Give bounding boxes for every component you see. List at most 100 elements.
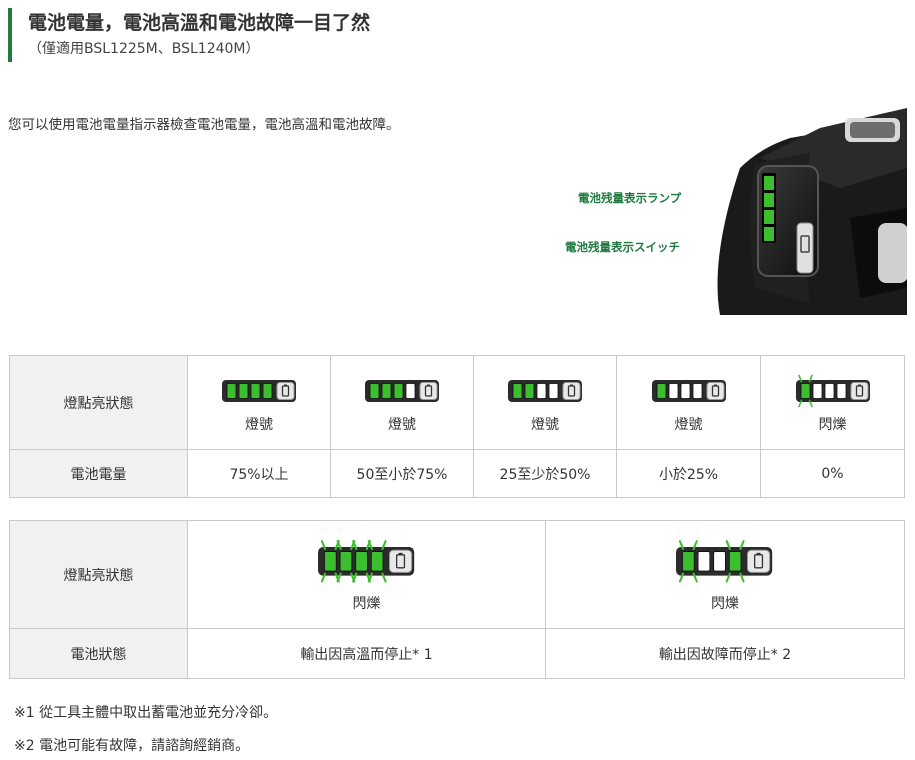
led-segment: [682, 550, 695, 571]
battery-terminal: [570, 384, 573, 386]
blink-ray: [725, 572, 731, 582]
battery-indicator-icon: [317, 539, 414, 582]
footnote-2: ※2 電池可能有故障，請諮詢經銷商。: [14, 738, 250, 754]
switch-button: [388, 549, 412, 573]
led-segment: [250, 382, 261, 399]
state-label: 閃爍: [818, 416, 847, 433]
led-segment: [238, 382, 249, 399]
battery-indicator-icon: [365, 379, 439, 402]
blink-ray: [351, 572, 357, 582]
blink-ray: [739, 539, 745, 550]
status-value: 輸出因故障而停止* 2: [545, 628, 905, 679]
led-segment: [680, 382, 690, 399]
row-head-light-state: 燈點亮狀態: [9, 520, 188, 629]
blink-ray: [335, 572, 342, 582]
state-label: 燈號: [674, 416, 703, 433]
led-segment: [812, 382, 822, 399]
led-segment: [836, 382, 846, 399]
level-cell: 燈號: [187, 355, 331, 450]
led-segment: [370, 550, 383, 571]
battery-indicator-icon: [651, 379, 726, 402]
blink-ray: [739, 572, 745, 582]
table-row: 燈點亮狀態 燈號 燈號 燈號 燈號 閃爍: [9, 355, 905, 450]
led-segment: [323, 550, 337, 571]
status-value: 輸出因高溫而停止* 1: [187, 628, 546, 679]
row-head-light-state: 燈點亮狀態: [9, 355, 188, 450]
led-segment: [405, 382, 416, 399]
blink-ray: [335, 539, 342, 550]
blink-ray: [678, 539, 685, 550]
blink-ray: [367, 572, 373, 582]
battery-terminal: [713, 384, 717, 386]
led-segment: [354, 550, 368, 571]
level-cell: 燈號: [473, 355, 617, 450]
led-segment: [226, 382, 237, 399]
section-header: 電池電量，電池高溫和電池故障一目了然 （僅適用BSL1225M、BSL1240M…: [8, 8, 370, 62]
led-segment: [524, 382, 535, 399]
callout-lamp-label: 電池残量表示ランプ: [578, 191, 682, 205]
level-value: 50至小於75%: [330, 449, 474, 498]
blink-ray: [678, 572, 685, 582]
battery-indicator-icon: [508, 379, 582, 402]
state-label: 燈號: [531, 416, 559, 433]
led-segment: [381, 382, 392, 399]
level-value: 75%以上: [187, 449, 331, 498]
blink-ray: [797, 399, 802, 407]
blink-ray: [797, 374, 802, 382]
blink-ray: [351, 539, 357, 550]
blink-ray: [380, 572, 387, 582]
level-cell: 閃爍: [760, 355, 905, 450]
led-segment: [697, 550, 711, 571]
blink-ray: [320, 572, 326, 582]
led-segment: [339, 550, 352, 571]
level-cell: 燈號: [330, 355, 474, 450]
led-segment: [512, 382, 523, 399]
battery-product-image: [700, 108, 907, 315]
blink-ray: [367, 539, 373, 550]
level-value: 0%: [760, 449, 905, 498]
row-head-battery-level: 電池電量: [9, 449, 188, 498]
state-label: 閃爍: [352, 595, 381, 612]
state-label: 閃爍: [711, 595, 739, 612]
footnote-1: ※1 從工具主體中取出蓄電池並充分冷卻。: [14, 705, 278, 721]
led-segment: [656, 382, 666, 399]
led-segment: [668, 382, 678, 399]
switch-button: [562, 381, 581, 400]
battery-terminal: [284, 384, 287, 386]
battery-terminal: [756, 552, 761, 555]
battery-indicator-icon: [795, 374, 870, 407]
switch-button: [276, 381, 295, 400]
battery-terminal: [398, 552, 402, 555]
page-title: 電池電量，電池高溫和電池故障一目了然: [28, 12, 371, 34]
intro-text: 您可以使用電池電量指示器檢查電池電量，電池高溫和電池故障。: [8, 117, 400, 133]
blink-ray: [692, 539, 698, 550]
blink-ray: [692, 572, 698, 582]
led-segment: [548, 382, 559, 399]
battery-indicator-icon: [676, 539, 773, 582]
battery-terminal: [857, 384, 861, 386]
row-head-battery-status: 電池狀態: [9, 628, 188, 679]
switch-button: [419, 381, 438, 400]
blink-ray: [380, 539, 387, 550]
level-value: 小於25%: [616, 449, 761, 498]
blink-ray: [725, 539, 731, 550]
blink-ray: [320, 539, 326, 550]
switch-button: [706, 381, 724, 400]
level-value: 25至少於50%: [473, 449, 617, 498]
led-segment: [262, 382, 273, 399]
switch-button: [747, 549, 771, 573]
battery-terminal: [427, 384, 430, 386]
state-label: 燈號: [245, 416, 273, 433]
led-segment: [824, 382, 834, 399]
led-segment: [536, 382, 547, 399]
battery-indicator-icon: [222, 379, 296, 402]
table-row: 燈點亮狀態 閃爍 閃爍: [9, 520, 905, 629]
led-segment: [728, 550, 742, 571]
battery-status-table: 燈點亮狀態 閃爍 閃爍 電池狀態 輸出因高溫而停止* 1 輸出因故障而停止* 2: [9, 520, 905, 679]
led-segment: [393, 382, 404, 399]
blink-ray: [808, 374, 813, 382]
led-segment: [713, 550, 726, 571]
battery-level-table: 燈點亮狀態 燈號 燈號 燈號 燈號 閃爍 電池電量 75%以上 50至小於75%…: [9, 355, 905, 498]
led-segment: [692, 382, 702, 399]
page-subtitle: （僅適用BSL1225M、BSL1240M）: [28, 41, 260, 57]
